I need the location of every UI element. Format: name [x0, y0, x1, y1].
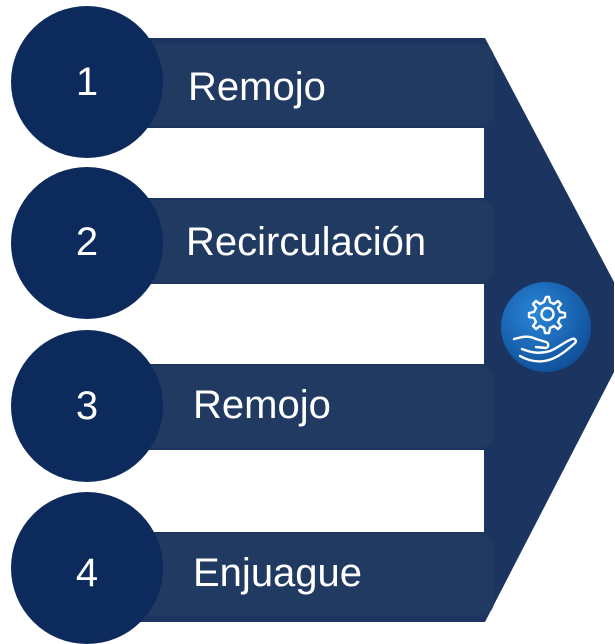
bar-gap-1 — [120, 128, 484, 198]
step-label-3: Remojo — [193, 383, 331, 427]
step-number-4: 4 — [75, 551, 99, 595]
gear-in-hand-icon — [501, 282, 591, 372]
step-number-2: 2 — [75, 220, 99, 264]
step-bar-3 — [110, 366, 494, 448]
step-circle-1 — [11, 6, 163, 158]
step-label-1: Remojo — [188, 65, 326, 109]
step-label-2: Recirculación — [186, 220, 427, 264]
bar-gap-3 — [120, 450, 484, 532]
step-label-4: Enjuague — [193, 551, 363, 595]
step-bar-4 — [110, 534, 494, 616]
step-circle-4 — [11, 492, 163, 644]
step-bar-1 — [110, 44, 494, 126]
step-number-1: 1 — [75, 60, 99, 104]
step-circle-3 — [11, 330, 163, 482]
bar-gap-2 — [120, 284, 484, 364]
step-bar-2 — [110, 200, 494, 282]
step-circle-2 — [11, 167, 163, 319]
step-number-3: 3 — [75, 384, 99, 428]
